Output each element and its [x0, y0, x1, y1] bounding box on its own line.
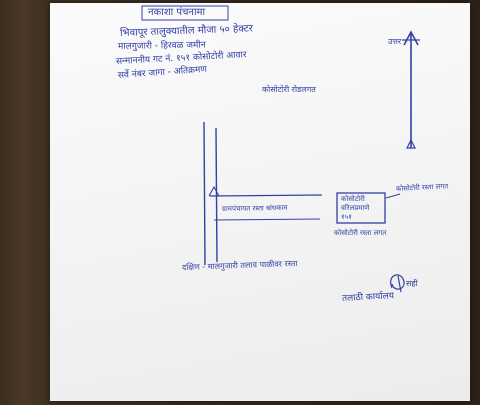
road-branch-arrow: [208, 185, 220, 197]
heading-box: [141, 5, 229, 21]
signature: सही: [406, 279, 418, 288]
header-line-5: कोसोटोरी रोडलगत: [262, 85, 316, 94]
north-arrow-tail: [406, 138, 416, 149]
header-line-2: मालगुजारी - हिरवळ जमीन: [117, 40, 206, 52]
heading: नकाशा पंचनामा: [148, 7, 206, 18]
plot-box-line-2: वरिलप्रमाणे: [341, 204, 370, 212]
right-label-pointer: [385, 193, 401, 199]
signature-scribble: [390, 274, 405, 293]
road-branch-bottom: [213, 218, 321, 221]
road-line-right: [215, 127, 218, 263]
paper-sheet: [50, 3, 470, 401]
north-label: उत्तर: [388, 37, 402, 46]
plot-box-line-3: १५१: [341, 213, 352, 221]
road-label: ग्रामपंचायत रस्ता बांधकाम: [221, 203, 288, 213]
road-line-left: [203, 121, 206, 266]
below-box-label: कोसोटोरी रस्ता लगत: [334, 229, 387, 237]
plot-box: [336, 192, 386, 224]
road-branch-top: [209, 194, 323, 197]
plot-box-line-1: कोसोटोरी: [341, 195, 365, 203]
north-arrow-head: [403, 30, 419, 46]
